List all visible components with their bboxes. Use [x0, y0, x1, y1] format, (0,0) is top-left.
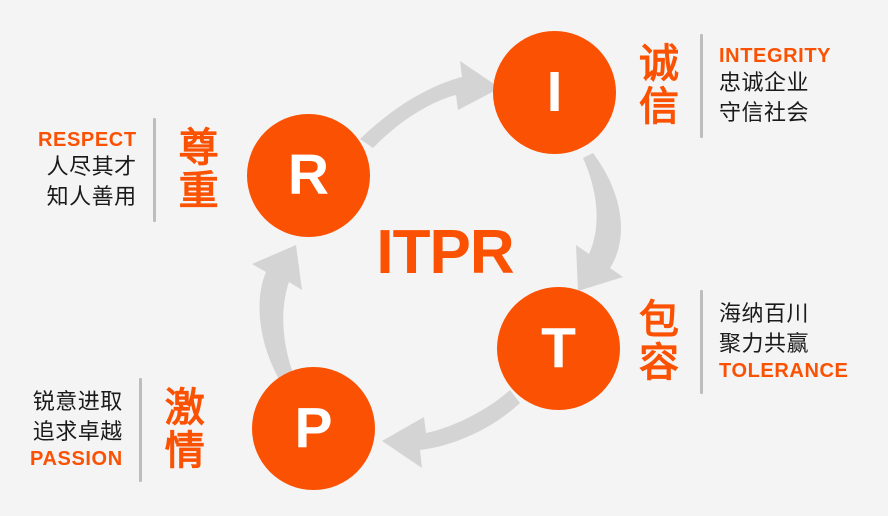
- node-circle-respect[interactable]: R: [247, 114, 370, 237]
- tolerance-chinese-char-2: 容: [639, 340, 679, 386]
- arrow-r-to-i: [360, 61, 500, 148]
- integrity-divider: [700, 34, 703, 138]
- respect-chinese-title: 尊 重: [172, 124, 226, 214]
- node-letter-r: R: [287, 143, 330, 207]
- respect-divider: [152, 118, 156, 222]
- passion-chinese-char-2: 情: [164, 428, 205, 474]
- integrity-chinese-char-1: 诚: [639, 40, 679, 87]
- tolerance-detail-line-1: 海纳百川: [719, 302, 810, 328]
- node-circle-tolerance[interactable]: T: [497, 287, 620, 410]
- passion-chinese-char-1: 激: [164, 384, 205, 431]
- passion-detail: 锐意进取 追求卓越 PASSION: [30, 388, 123, 472]
- tolerance-chinese-char-1: 包: [639, 296, 679, 343]
- arrow-p-to-r: [252, 245, 302, 386]
- node-letter-t: T: [541, 316, 576, 380]
- respect-detail-line-1: 人尽其才: [46, 155, 137, 181]
- tolerance-detail: 海纳百川 聚力共赢 TOLERANCE: [719, 300, 848, 384]
- center-wordmark: ITPR: [376, 218, 514, 287]
- node-letter-i: I: [546, 60, 563, 124]
- passion-english-label: PASSION: [30, 447, 123, 470]
- passion-chinese-title: 激 情: [158, 384, 212, 474]
- tolerance-detail-line-2: 聚力共赢: [719, 331, 810, 357]
- integrity-detail-line-1: 忠诚企业: [719, 71, 810, 97]
- respect-chinese-char-1: 尊: [178, 124, 219, 171]
- respect-chinese-char-2: 重: [178, 168, 219, 214]
- passion-detail-line-2: 追求卓越: [32, 419, 123, 445]
- passion-detail-line-1: 锐意进取: [32, 390, 123, 416]
- respect-detail: RESPECT 人尽其才 知人善用: [38, 128, 137, 212]
- tolerance-english-label: TOLERANCE: [719, 359, 849, 382]
- arrow-i-to-t: [576, 153, 623, 291]
- value-block-passion: 锐意进取 追求卓越 PASSION 激 情: [30, 378, 212, 482]
- node-circle-passion[interactable]: P: [252, 367, 375, 490]
- node-letter-p: P: [294, 396, 333, 460]
- node-circle-integrity[interactable]: I: [493, 31, 616, 154]
- integrity-detail-line-2: 守信社会: [719, 100, 810, 126]
- integrity-detail: INTEGRITY 忠诚企业 守信社会: [719, 44, 831, 128]
- value-block-respect: RESPECT 人尽其才 知人善用 尊 重: [38, 118, 226, 222]
- integrity-chinese-title: 诚 信: [632, 40, 686, 130]
- respect-detail-line-2: 知人善用: [46, 184, 137, 210]
- respect-english-label: RESPECT: [38, 129, 137, 152]
- passion-divider: [138, 378, 142, 482]
- value-block-integrity: 诚 信 INTEGRITY 忠诚企业 守信社会: [632, 34, 831, 138]
- integrity-chinese-char-2: 信: [639, 84, 679, 130]
- arrow-t-to-p: [382, 390, 520, 468]
- integrity-english-label: INTEGRITY: [719, 45, 832, 68]
- tolerance-divider: [700, 290, 703, 394]
- tolerance-chinese-title: 包 容: [632, 296, 686, 386]
- value-block-tolerance: 包 容 海纳百川 聚力共赢 TOLERANCE: [632, 290, 848, 394]
